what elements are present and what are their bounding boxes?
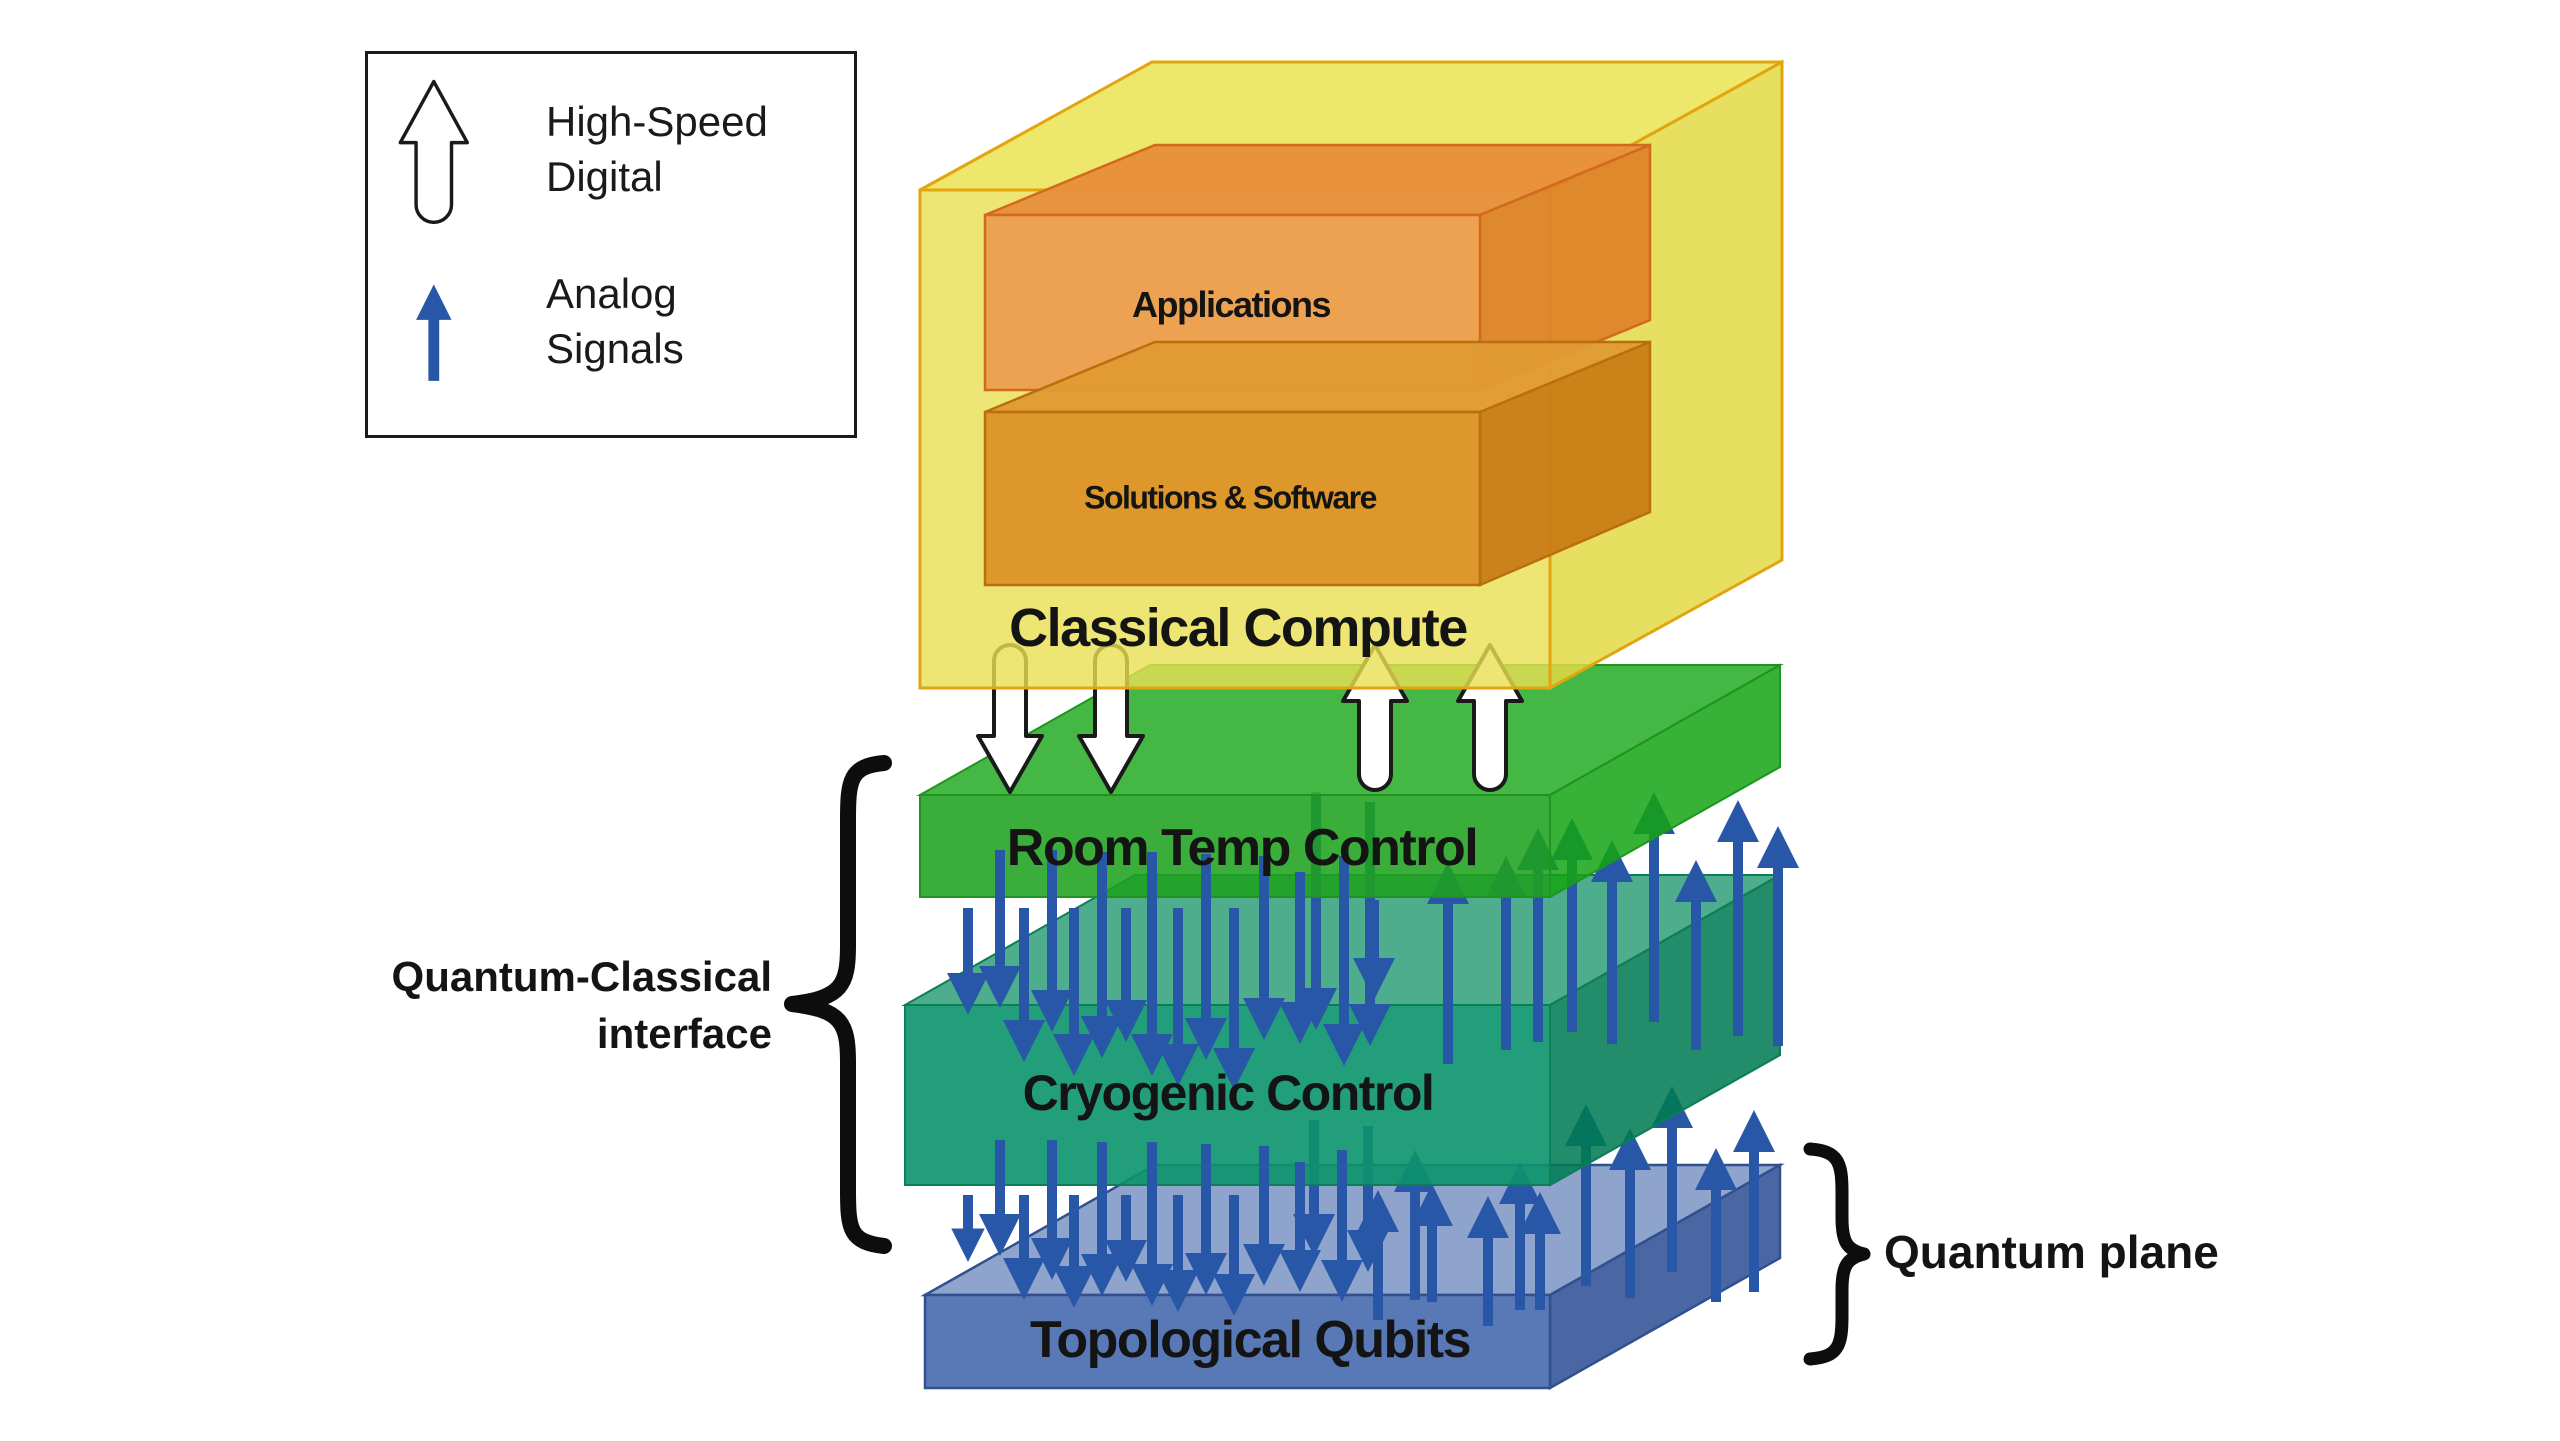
room-temp-control-label: Room Temp Control [1006,819,1479,877]
analog-arrow-down [1105,908,1147,1042]
cryogenic-control-label: Cryogenic Control [1022,1065,1435,1121]
analog-arrow-up [1695,1148,1737,1302]
legend-line: Digital [546,153,663,200]
analog-arrow-up [1717,800,1759,1036]
analog-arrow-down [1243,1146,1285,1286]
analog-arrow-down [1185,1144,1227,1295]
analog-arrow-up [1609,1128,1651,1298]
legend-line: High-Speed [546,98,768,145]
analog-arrow-down [951,1195,985,1262]
room-temp-control-slab [916,663,1784,899]
quantum-classical-interface-label: Quantum-Classical interface [392,948,772,1062]
analog-arrow-down [1081,1142,1123,1296]
room-temp-control-front-face [919,794,1551,898]
analog-arrow-down [1213,1195,1255,1316]
legend-box: High-Speed Digital Analog Signals [365,51,857,438]
analog-arrow-down [1185,854,1227,1060]
analog-arrow-down [1353,900,1395,1000]
interface-label-line: Quantum-Classical [391,953,772,1000]
analog-arrow-up [1733,1110,1775,1292]
analog-arrow-down [1081,852,1123,1058]
interface-label-line: interface [596,1010,772,1057]
analog-arrow-up [1519,1192,1561,1310]
analog-arrow-down [1243,856,1285,1040]
high-speed-digital-icon [398,79,469,225]
analog-arrow-up [1357,1190,1399,1320]
legend-label-high-speed-digital: High-Speed Digital [546,94,768,204]
analog-arrow-down [1321,1150,1363,1302]
analog-arrow-down [1213,908,1255,1090]
analog-arrow-down [1157,908,1199,1086]
left-brace [784,755,892,1254]
analog-arrow-down [1053,908,1095,1076]
analog-arrow-down [1003,908,1045,1062]
solutions-software-front-face [983,410,1482,587]
analog-arrow-down [1053,1195,1095,1308]
analog-arrow-down [979,850,1021,1008]
analog-arrow-up [1467,1196,1509,1326]
analog-arrow-down [1279,1162,1321,1292]
analog-arrow-down [1003,1195,1045,1300]
legend-line: Analog [546,270,677,317]
analog-arrow-down [947,908,989,1015]
legend-line: Signals [546,325,684,372]
solutions-software-label: Solutions & Software [1084,479,1377,516]
legend-label-analog-signals: Analog Signals [546,266,684,376]
analog-arrow-up [1411,1184,1453,1302]
applications-label: Applications [1131,284,1332,325]
quantum-plane-label: Quantum plane [1884,1226,2219,1278]
analog-arrows-front [947,800,1799,1326]
analog-arrow-up [1757,826,1799,1046]
topological-qubits-label: Topological Qubits [1029,1311,1472,1369]
analog-arrow-down [1105,1195,1147,1282]
classical-compute-label: Classical Compute [1009,598,1468,658]
analog-arrow-down [1279,872,1321,1044]
analog-arrow-down [979,1140,1021,1256]
solutions-software-box [983,340,1652,587]
analog-signals-icon [416,284,452,381]
analog-arrow-down [1157,1195,1199,1312]
right-brace [1803,1142,1871,1366]
analog-arrow-down [1031,1140,1073,1280]
legend-icons [398,79,469,381]
analog-arrow-down [1323,856,1365,1066]
analog-arrow-up [1675,860,1717,1050]
analog-arrow-down [1031,850,1073,1032]
